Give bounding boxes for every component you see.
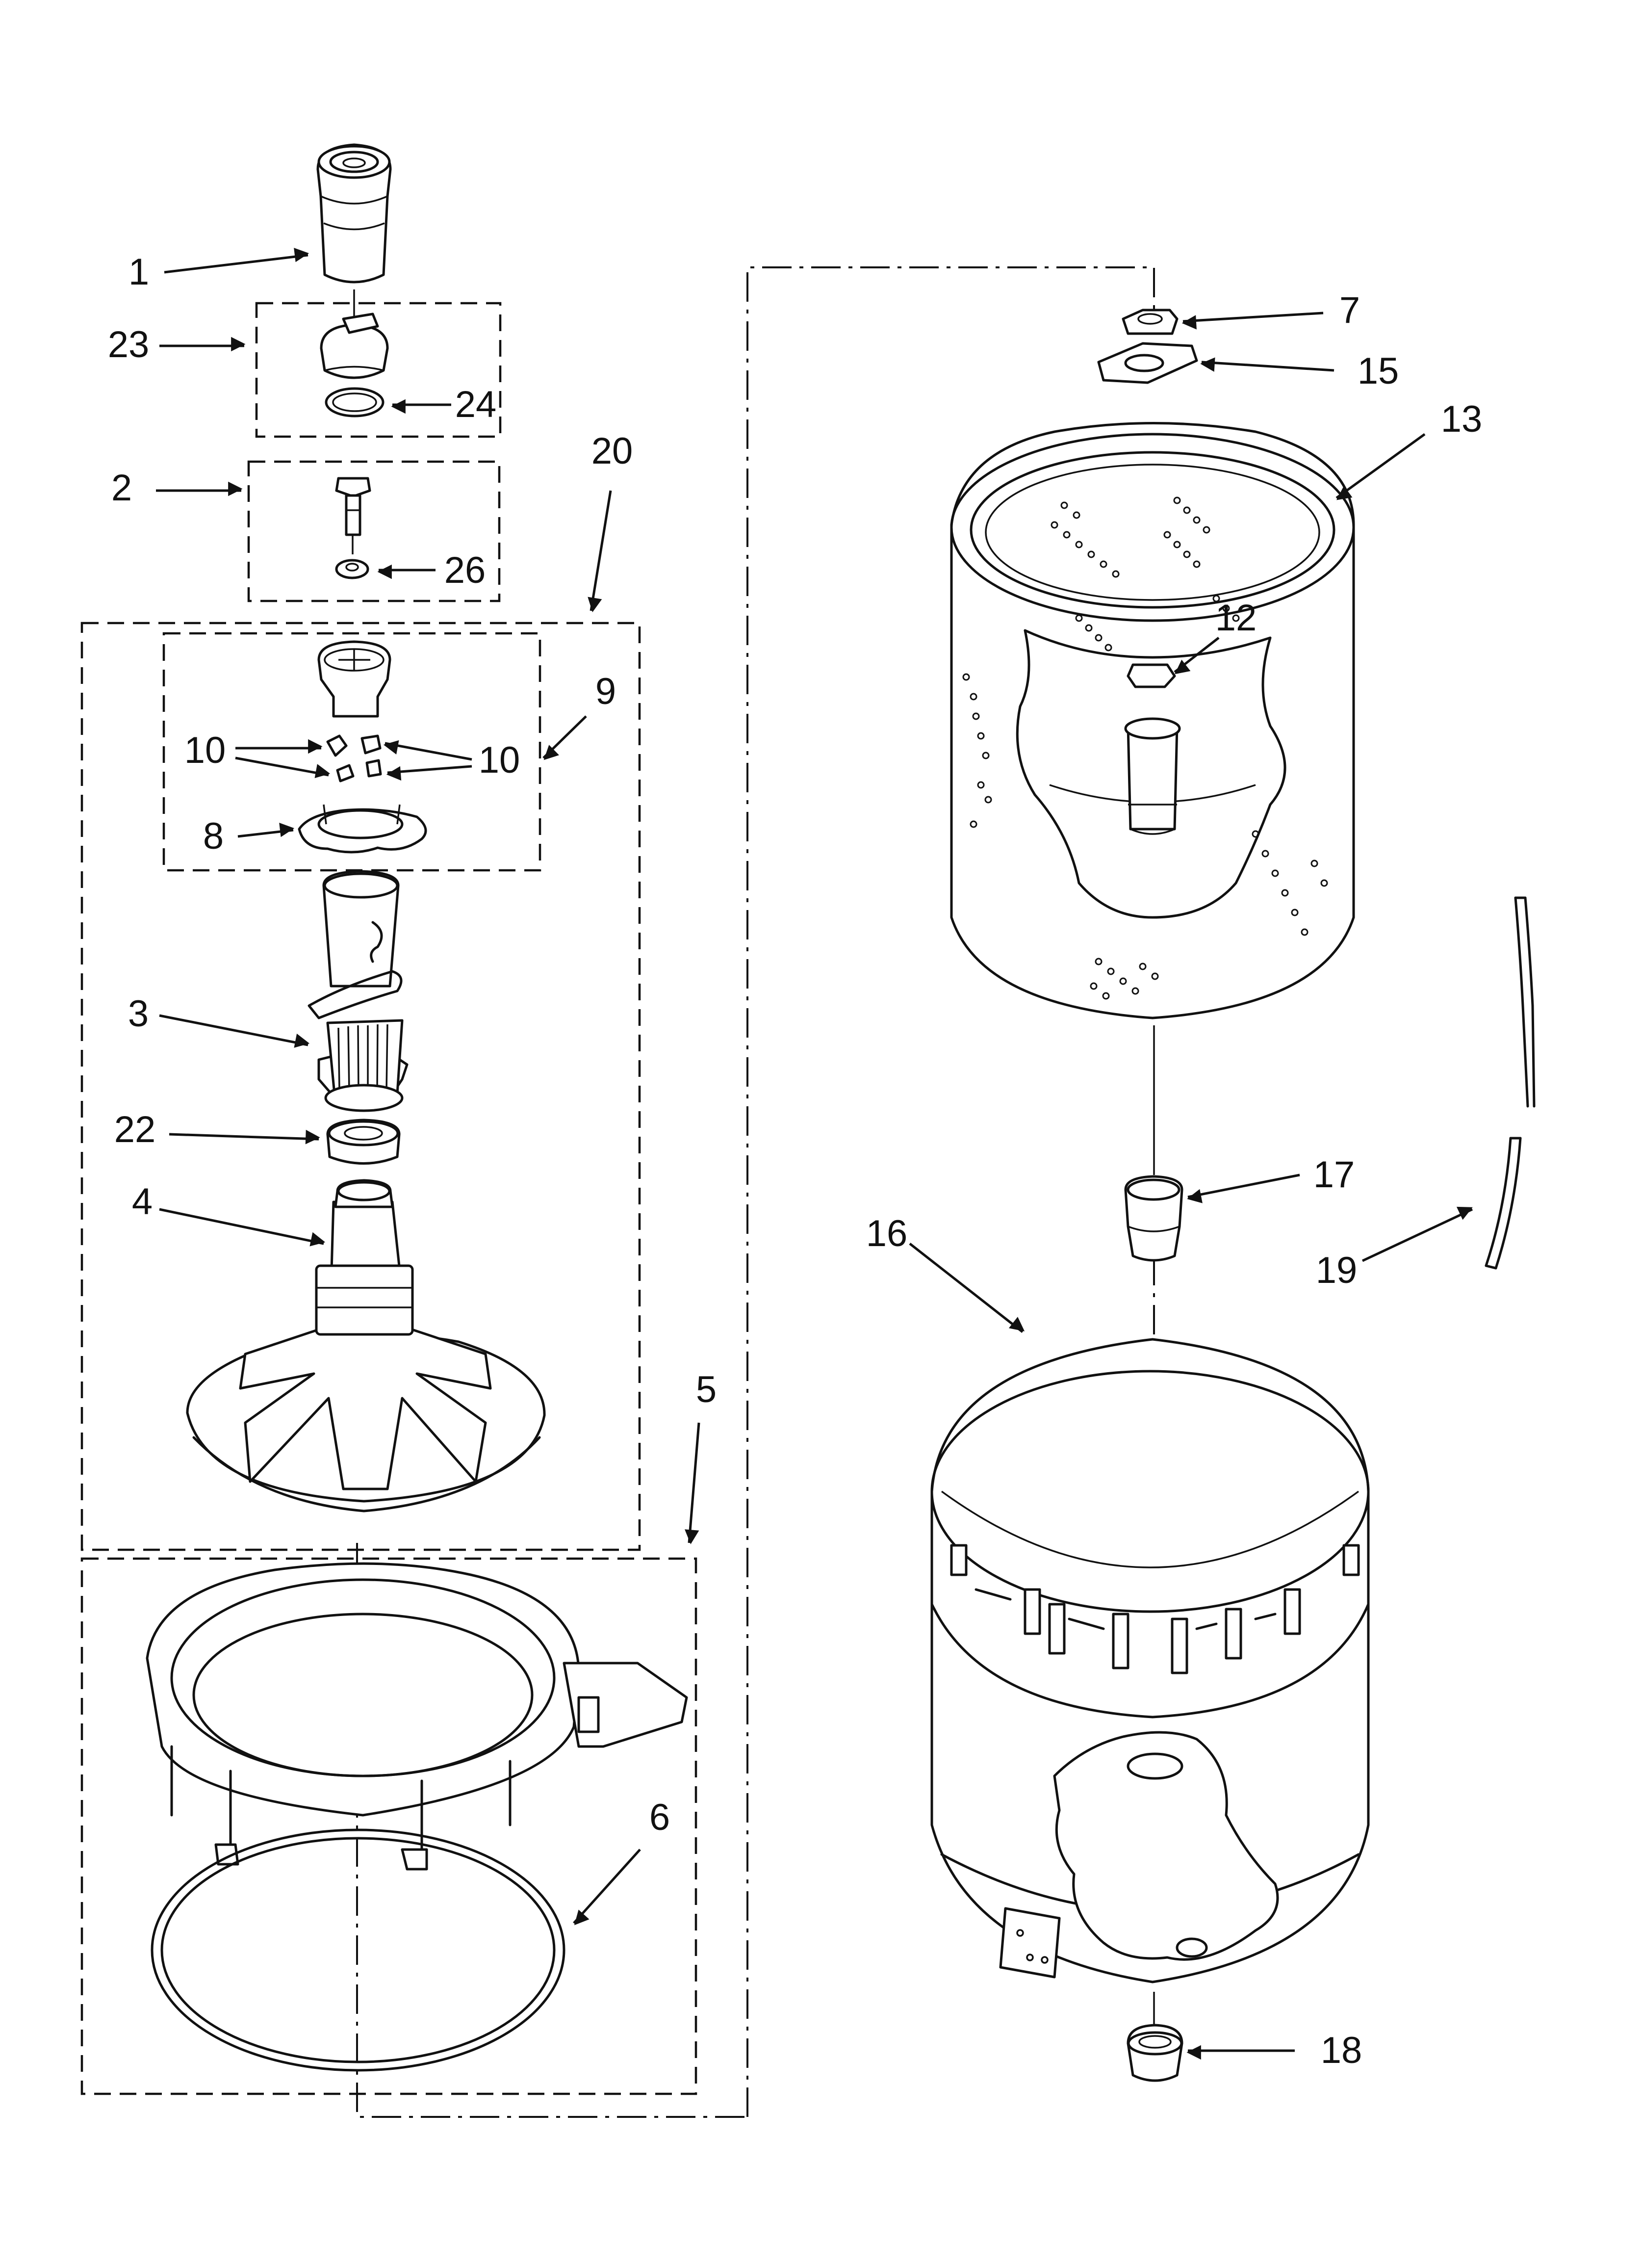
callout-18: 18 — [1321, 2030, 1362, 2071]
callout-7: 7 — [1339, 289, 1360, 331]
callout-19: 19 — [1316, 1250, 1358, 1291]
callout-16: 16 — [866, 1213, 908, 1254]
callout-15: 15 — [1358, 350, 1399, 392]
part-24-o-ring — [325, 387, 385, 417]
callout-1: 1 — [128, 251, 149, 293]
leader-8 — [237, 822, 295, 838]
part-13-basket — [950, 422, 1355, 1019]
part-4-agitator — [186, 1179, 546, 1512]
leader-19 — [1361, 1206, 1473, 1262]
part-15-bracket — [1097, 342, 1198, 384]
part-7-clip — [1122, 309, 1179, 335]
part-2-bolt — [335, 477, 371, 536]
part-19-hose — [1485, 896, 1536, 1270]
leader-9 — [542, 715, 587, 760]
part-10-dog — [326, 734, 382, 782]
part-5-tub-ring — [146, 1562, 688, 1871]
part-18-drain-plug — [1127, 2024, 1183, 2082]
callout-10-left: 10 — [184, 730, 226, 771]
part-17-spin-nut — [1124, 1175, 1183, 1262]
leader-22 — [169, 1129, 320, 1145]
part-6-seal-ring — [151, 1828, 565, 2072]
callout-4: 4 — [132, 1181, 153, 1223]
part-22-bearing — [326, 1119, 401, 1165]
callout-22: 22 — [114, 1109, 156, 1150]
leader-12 — [1174, 637, 1220, 675]
callout-3: 3 — [128, 993, 149, 1035]
callout-20: 20 — [591, 430, 633, 472]
callout-12: 12 — [1215, 597, 1257, 639]
part-16-outer-tub — [930, 1338, 1370, 1983]
leader-13 — [1335, 433, 1426, 500]
leader-5 — [685, 1422, 700, 1544]
group-box-2 — [247, 460, 501, 602]
leader-6 — [573, 1849, 641, 1926]
callout-23: 23 — [108, 324, 150, 365]
connector-line-bottom — [356, 1543, 747, 2118]
callout-2: 2 — [111, 467, 132, 509]
group-box-5 — [80, 1557, 697, 2095]
leader-10a-2 — [235, 756, 331, 779]
leader-16 — [909, 1243, 1025, 1333]
callout-10-right: 10 — [479, 739, 520, 781]
callout-8: 8 — [203, 815, 224, 857]
part-9-cam-assembly — [317, 640, 391, 718]
callout-9: 9 — [595, 671, 616, 712]
leader-15 — [1200, 357, 1334, 372]
leader-7 — [1181, 312, 1324, 330]
group-box-9 — [162, 632, 541, 872]
group-box-20 — [80, 622, 641, 1551]
callout-6: 6 — [649, 1797, 670, 1838]
part-8-dog-ring — [298, 804, 427, 854]
part-23-cam — [320, 313, 389, 379]
leader-10b-2 — [386, 765, 472, 781]
leader-20 — [588, 490, 612, 613]
leader-17 — [1187, 1173, 1300, 1203]
leader-10b-1 — [383, 740, 472, 761]
leader-1 — [164, 248, 309, 274]
callout-24: 24 — [455, 384, 497, 425]
leader-4 — [159, 1208, 326, 1247]
part-3-auger — [308, 870, 409, 1112]
group-box-23 — [255, 302, 502, 438]
part-26-washer — [335, 559, 369, 579]
part-1-agitator-cap — [316, 143, 392, 284]
callout-13: 13 — [1441, 398, 1483, 440]
leader-3 — [159, 1014, 310, 1048]
connector-line — [746, 266, 1155, 2117]
callout-5: 5 — [696, 1369, 717, 1410]
callout-26: 26 — [444, 549, 486, 591]
callout-17: 17 — [1313, 1154, 1355, 1196]
